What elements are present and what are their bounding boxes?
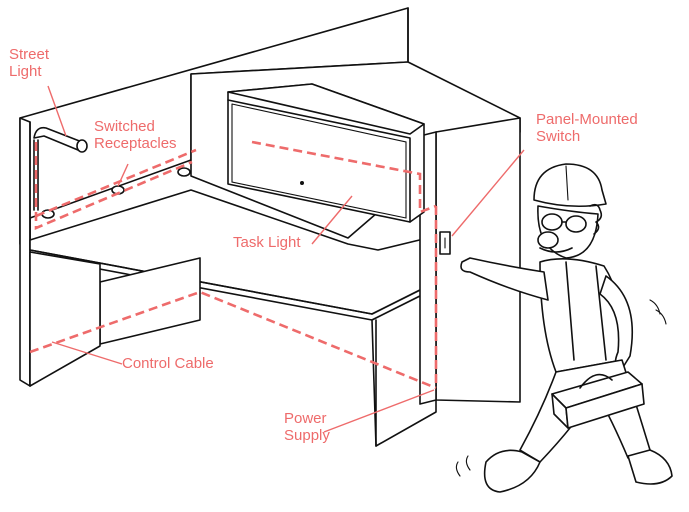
leader-lines	[47, 85, 525, 433]
receptacle-icon	[41, 167, 191, 219]
wiring	[29, 140, 438, 390]
toolbox-icon	[551, 371, 645, 429]
wall-switch-icon	[439, 231, 451, 255]
label-switched-receptacles: Switched Receptacles	[94, 118, 177, 152]
street-light-icon	[33, 126, 88, 211]
label-power-supply: Power Supply	[284, 410, 330, 444]
panel-mounted-switch-line1: Panel-Mounted	[536, 111, 638, 128]
label-panel-mounted-switch: Panel-Mounted Switch	[536, 111, 638, 145]
label-task-light: Task Light	[233, 234, 301, 251]
cabinet-lock-icon	[300, 181, 304, 185]
power-supply-line2: Supply	[284, 427, 330, 444]
overhead-cabinet	[227, 83, 425, 223]
power-supply-line1: Power	[284, 410, 327, 427]
label-control-cable: Control Cable	[122, 355, 214, 372]
switched-receptacles-line2: Receptacles	[94, 135, 177, 152]
panel-mounted-switch-line2: Switch	[536, 128, 581, 145]
switched-receptacles-line1: Switched	[94, 118, 155, 135]
street-light-line1: Street	[9, 46, 50, 63]
street-light-line2: Light	[9, 63, 42, 80]
worker-figure	[455, 163, 673, 493]
label-street-light: Street Light	[9, 46, 49, 80]
left-side-panel	[19, 117, 31, 387]
left-leg-panel	[29, 251, 201, 387]
